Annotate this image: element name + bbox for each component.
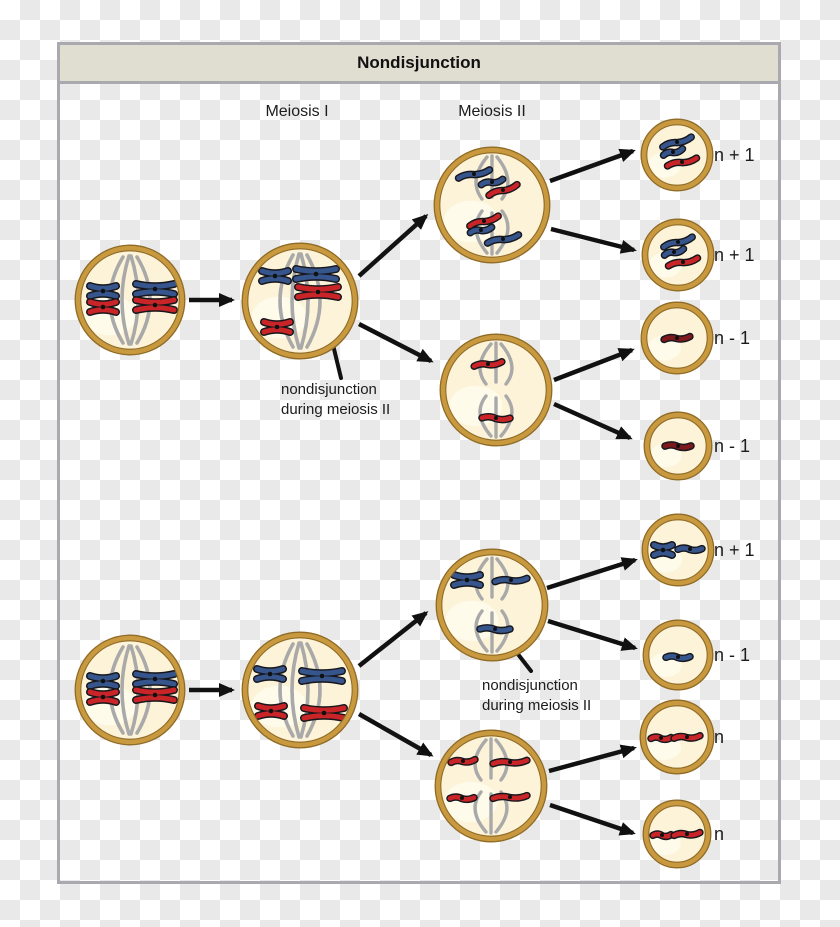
chromatid-blue	[659, 145, 687, 159]
outcome-label-bottom-2: n - 1	[714, 645, 751, 665]
chromatid-red	[489, 791, 531, 803]
chromatid-red	[489, 756, 531, 768]
cell-top-meiosis1	[241, 242, 359, 360]
chromatid-red	[663, 154, 701, 170]
cell-top-meiosis2-upper	[433, 146, 551, 264]
arrow-top-lower-to-gamete4	[553, 401, 633, 441]
cell-gamete-top-1	[640, 118, 714, 192]
cell-gamete-top-3	[640, 301, 714, 375]
arrow-top-upper-to-gamete2	[550, 226, 637, 254]
chromatid-red	[446, 793, 478, 804]
outcome-label-bottom-1: n + 1	[714, 540, 755, 560]
annotation-top-line1: nondisjunction	[281, 381, 377, 398]
chromatid-blue	[659, 133, 695, 151]
chromatid-blue	[491, 574, 531, 586]
cell-gamete-bottom-4	[642, 799, 712, 869]
arrow-bottom-upper-to-gamete1	[546, 557, 638, 591]
chromatid-blue	[660, 245, 688, 259]
chromatid-blue	[466, 223, 496, 237]
cell-bottom-meiosis1	[241, 631, 359, 749]
chromosome-dyad-blue	[450, 571, 484, 589]
outcome-label-bottom-3: n	[714, 727, 725, 747]
arrow-top-lower-to-gamete3	[553, 347, 635, 383]
cell-gamete-bottom-3	[639, 699, 715, 775]
chromosome-dyad-blue	[86, 672, 120, 690]
chromatid-blue	[454, 166, 494, 182]
chromosome-dyad-blue	[298, 667, 346, 685]
arrow-top-meiosis1-to-upper	[357, 213, 429, 278]
chromatid-red	[447, 755, 479, 767]
chromatid-red	[664, 254, 702, 270]
chromosome-dyad-blue	[258, 267, 292, 285]
outcome-label-top-3: n - 1	[714, 328, 751, 348]
panel-header: Nondisjunction	[60, 45, 778, 84]
chromosome-dyad-red	[86, 298, 120, 316]
annotation-bottom-line2: during meiosis II	[482, 697, 592, 714]
outcome-label-top-4: n - 1	[714, 436, 751, 456]
chromatid-red	[470, 357, 506, 371]
cell-gamete-bottom-2	[642, 619, 714, 691]
chromatid-blue	[483, 231, 523, 247]
annotation-bottom-line1: nondisjunction	[482, 677, 578, 694]
chromatid-red	[485, 180, 521, 200]
chromosome-dyad-red	[254, 702, 288, 720]
chromosome-dyad-blue	[86, 282, 120, 300]
outcome-label-top-1: n + 1	[714, 145, 755, 165]
chromatid-red	[466, 212, 502, 230]
chromosome-dyad-blue	[292, 265, 340, 283]
chromosome-dyad-red	[300, 704, 348, 722]
chromosome-dyad-blue	[650, 541, 676, 559]
chromatid-red	[478, 413, 514, 424]
chromosome-dyad-blue	[132, 280, 178, 298]
cell-bottom-parent	[74, 634, 186, 746]
cell-gamete-top-2	[641, 218, 715, 292]
chromosome-dyad-red	[260, 318, 294, 336]
arrow-bottom-meiosis1-to-lower	[357, 712, 434, 757]
outcome-label-bottom-4: n	[714, 824, 725, 844]
nondisjunction-panel: Nondisjunction	[57, 42, 781, 884]
spindle-fibers	[278, 252, 322, 350]
cell-gamete-bottom-1	[641, 513, 715, 587]
chromatid-blue	[476, 624, 514, 635]
panel-title: Nondisjunction	[357, 53, 481, 72]
arrow-bottom-lower-to-gamete3	[548, 744, 637, 774]
chromatid-blue	[662, 652, 694, 663]
cell-bottom-meiosis2-lower	[434, 729, 548, 843]
column-label-meiosis-ii: Meiosis II	[458, 103, 526, 120]
chromosome-dyad-red	[86, 688, 120, 706]
column-label-meiosis-i: Meiosis I	[265, 103, 329, 120]
chromatid-red	[670, 731, 704, 743]
arrow-bottom-meiosis1-to-upper	[357, 611, 429, 668]
spindle-fibers	[278, 641, 322, 739]
annotation-top-line2: during meiosis II	[281, 401, 391, 418]
chromosome-dyad-blue	[132, 670, 178, 688]
chromosome-dyad-red	[132, 296, 178, 314]
chromatid-red	[670, 828, 704, 840]
chromosome-dyad-red	[132, 686, 178, 704]
annotation-top-nondisjunction: nondisjunction during meiosis II	[281, 380, 390, 420]
cell-gamete-top-4	[643, 411, 713, 481]
chromosome-dyad-red	[294, 283, 342, 301]
chromatid-red	[647, 733, 675, 744]
arrow-bottom-lower-to-gamete4	[549, 802, 636, 836]
chromatid-red	[649, 830, 675, 841]
chromatid-darkred	[660, 332, 694, 344]
chromatid-blue	[674, 544, 706, 555]
cell-top-parent	[74, 244, 186, 356]
annotation-bottom-nondisjunction: nondisjunction during meiosis II	[482, 676, 591, 716]
outcome-label-top-2: n + 1	[714, 245, 755, 265]
chromatid-blue	[660, 233, 696, 251]
chromatid-blue	[477, 175, 507, 189]
chromatid-darkred	[661, 441, 695, 452]
arrow-top-meiosis1-to-lower	[357, 321, 434, 364]
cell-top-meiosis2-lower	[439, 333, 553, 447]
arrow-bottom-upper-to-gamete2	[547, 618, 638, 651]
cell-bottom-meiosis2-upper	[435, 548, 549, 662]
arrow-top-upper-to-gamete1	[549, 148, 636, 184]
chromosome-dyad-blue	[253, 665, 287, 683]
